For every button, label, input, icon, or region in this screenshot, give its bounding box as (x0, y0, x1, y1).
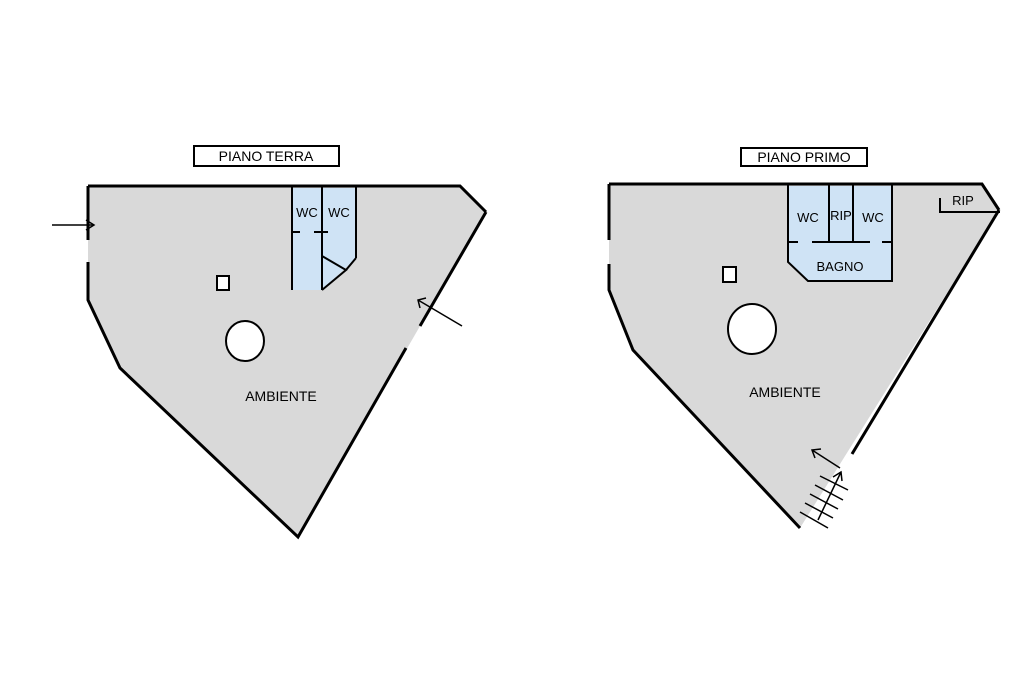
first-floor-title: PIANO PRIMO (740, 147, 868, 167)
ground-floor-title: PIANO TERRA (193, 145, 340, 167)
first-floor-wc-2-label: WC (862, 210, 884, 225)
first-floor-bath-area (788, 186, 892, 281)
ground-floor-wc-2-label: WC (328, 205, 350, 220)
first-floor-rip-corner-walls (939, 198, 1000, 213)
first-floor-bathroom-label: BAGNO (817, 259, 864, 274)
first-floor-round-column (727, 303, 777, 355)
first-floor-title-text: PIANO PRIMO (757, 149, 850, 165)
first-floor-square-column (722, 266, 737, 283)
ground-floor-plan: PIANO TERRA WC WC AMBIENTE (52, 145, 488, 540)
ground-floor-round-column (225, 320, 265, 362)
ground-floor-room-label: AMBIENTE (245, 388, 317, 404)
ground-floor-area (88, 186, 486, 537)
first-floor-room-label: AMBIENTE (749, 384, 821, 400)
first-floor-entry-arrow (810, 448, 841, 469)
first-floor-wc-1-label: WC (797, 210, 819, 225)
first-floor-walls (607, 182, 1001, 530)
ground-floor-title-box (193, 145, 340, 167)
first-floor-staircase (799, 470, 849, 529)
ground-floor-wc-area (292, 188, 356, 290)
first-floor-rip-corner-label: RIP (952, 193, 974, 208)
first-floor-plan: PIANO PRIMO WC RIP WC BAGNO RIP AMBI (607, 147, 1001, 530)
first-floor-area (609, 184, 999, 528)
ground-floor-wc-walls (291, 186, 357, 291)
first-floor-rip-center-label: RIP (830, 208, 852, 223)
ground-floor-square-column (216, 275, 230, 291)
first-floor-bath-walls (787, 184, 893, 282)
ground-floor-title-text: PIANO TERRA (219, 148, 314, 164)
first-floor-title-box (740, 147, 868, 167)
ground-floor-wc-1-label: WC (296, 205, 318, 220)
ground-floor-entrance-arrow-right (417, 297, 463, 327)
ground-floor-entrance-arrow-left (52, 219, 96, 231)
